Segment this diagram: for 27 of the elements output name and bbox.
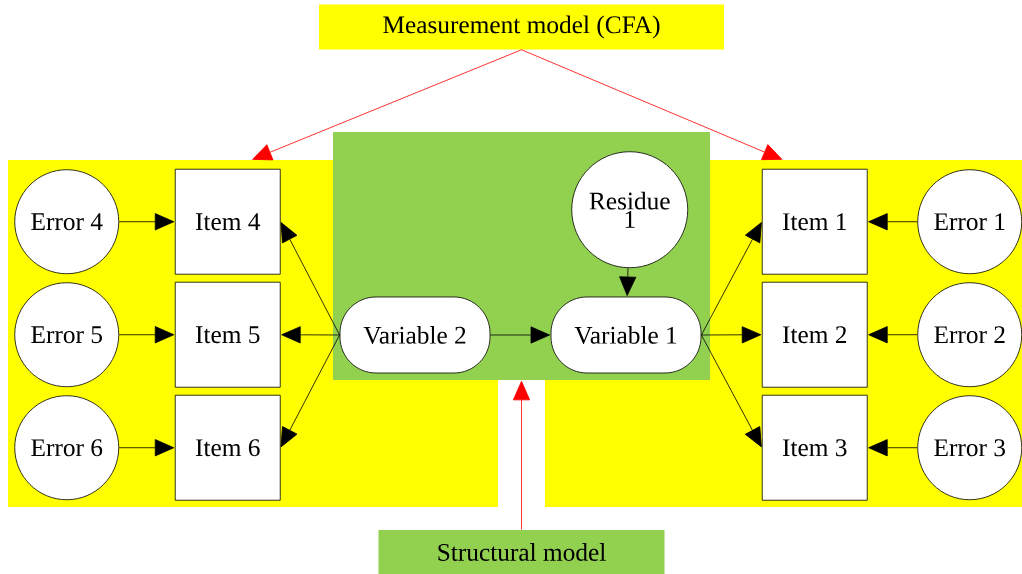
- arrow: [868, 439, 918, 457]
- arrow: [868, 326, 918, 344]
- item-box: Item 1: [761, 168, 868, 275]
- item-box: Item 3: [761, 394, 868, 501]
- arrow: [521, 49, 783, 161]
- arrow: [701, 222, 762, 336]
- arrow: [118, 213, 175, 231]
- arrow: [118, 439, 175, 457]
- item-box: Item 5: [174, 281, 281, 388]
- arrow: [280, 334, 340, 448]
- label-box: Structural model: [378, 530, 665, 574]
- arrow: [619, 267, 637, 296]
- arrow: [701, 334, 762, 448]
- item-box: Item 2: [761, 281, 868, 388]
- label-box: Measurement model (CFA): [319, 4, 724, 50]
- arrow: [252, 49, 522, 161]
- variable-box: Variable 2: [339, 296, 491, 374]
- item-box: Item 6: [174, 394, 281, 501]
- item-box: Item 4: [174, 168, 281, 275]
- arrow: [512, 380, 531, 531]
- arrow: [490, 326, 550, 344]
- variable-box: Variable 1: [550, 296, 702, 374]
- arrow: [118, 326, 175, 344]
- arrow: [868, 213, 918, 231]
- arrow: [281, 326, 340, 344]
- arrow: [701, 326, 762, 344]
- arrow: [280, 222, 340, 336]
